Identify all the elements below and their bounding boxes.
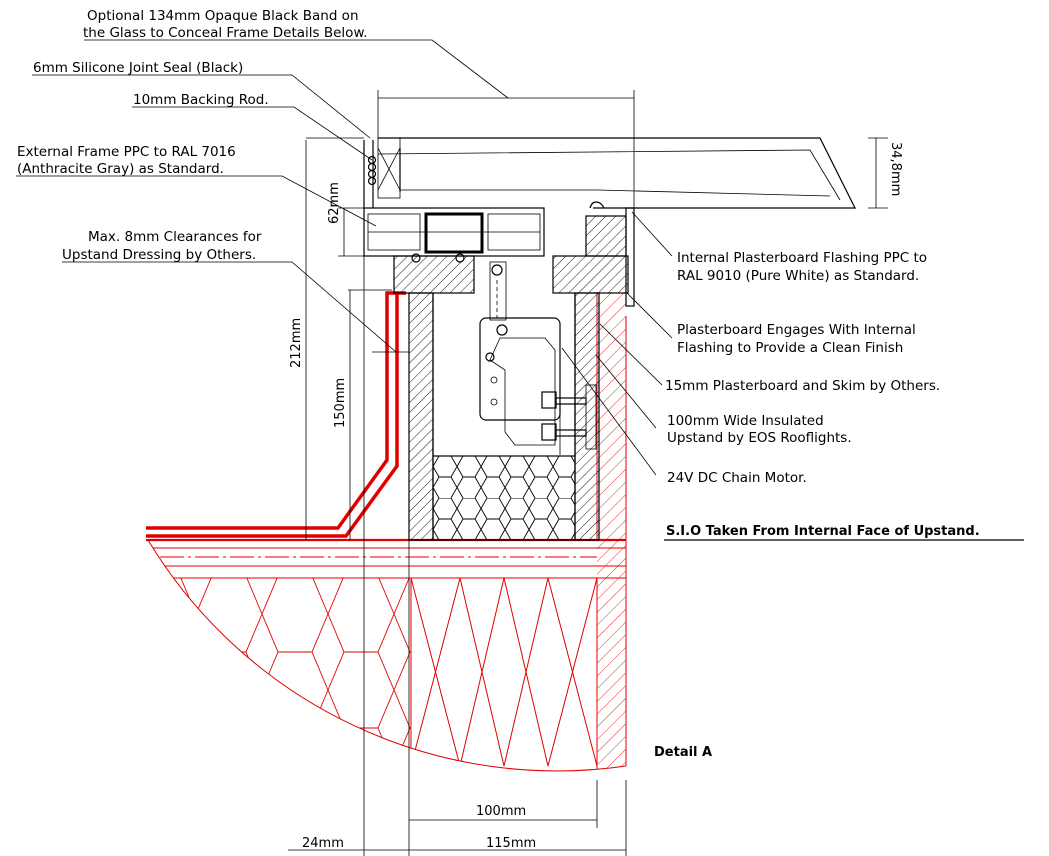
deck-layer: [148, 547, 626, 579]
external-frame-label-2: (Anthracite Gray) as Standard.: [17, 161, 224, 177]
detail-title: Detail A: [654, 745, 712, 760]
chain-motor: [479, 261, 597, 455]
leader-lines: [16, 39, 1024, 541]
plasterboard-hatch: [597, 292, 626, 540]
overall-height-dim: 212mm: [289, 318, 304, 368]
glass-unit: [363, 137, 856, 209]
chain-motor-label: 24V DC Chain Motor.: [667, 470, 807, 486]
black-band-label-1: Optional 134mm Opaque Black Band on: [87, 8, 359, 24]
backing-rod-label: 10mm Backing Rod.: [133, 92, 269, 108]
clearances-label-1: Max. 8mm Clearances for: [88, 229, 262, 245]
section-break-arc: [147, 539, 627, 772]
frame-height-dim: 62mm: [327, 182, 342, 224]
insulated-upstand: [393, 255, 629, 541]
external-frame: [363, 201, 635, 307]
internal-flashing-label-2: RAL 9010 (Pure White) as Standard.: [677, 268, 919, 284]
upstand-label-1: 100mm Wide Insulated: [667, 413, 824, 429]
external-frame-label-1: External Frame PPC to RAL 7016: [17, 144, 236, 160]
internal-flashing-label-1: Internal Plasterboard Flashing PPC to: [677, 250, 927, 266]
internal-flashing: [625, 207, 635, 307]
roof-section: [148, 540, 626, 771]
upstand-inner-width-dim: 100mm: [476, 804, 526, 819]
upstand-outer-width-dim: 115mm: [486, 836, 536, 851]
upstand-height-dim: 150mm: [333, 378, 348, 428]
black-band-label-2: the Glass to Conceal Frame Details Below…: [83, 25, 368, 41]
plasterboard-engages-label-2: Flashing to Provide a Clean Finish: [677, 340, 903, 356]
clearances-label-2: Upstand Dressing by Others.: [62, 247, 256, 263]
plasterboard-skim-label: 15mm Plasterboard and Skim by Others.: [665, 378, 940, 394]
backing-rod: [367, 155, 377, 186]
timber-joist: [410, 577, 598, 771]
glass-thickness-dim: 34,8mm: [888, 142, 903, 196]
dimension-lines: [288, 90, 888, 856]
upstand-label-2: Upstand by EOS Rooflights.: [667, 430, 852, 446]
silicone-seal-label: 6mm Silicone Joint Seal (Black): [33, 60, 243, 76]
sio-note: S.I.O Taken From Internal Face of Upstan…: [666, 524, 980, 539]
offset-width-dim: 24mm: [302, 836, 344, 851]
plasterboard-engages-label-1: Plasterboard Engages With Internal: [677, 322, 916, 338]
